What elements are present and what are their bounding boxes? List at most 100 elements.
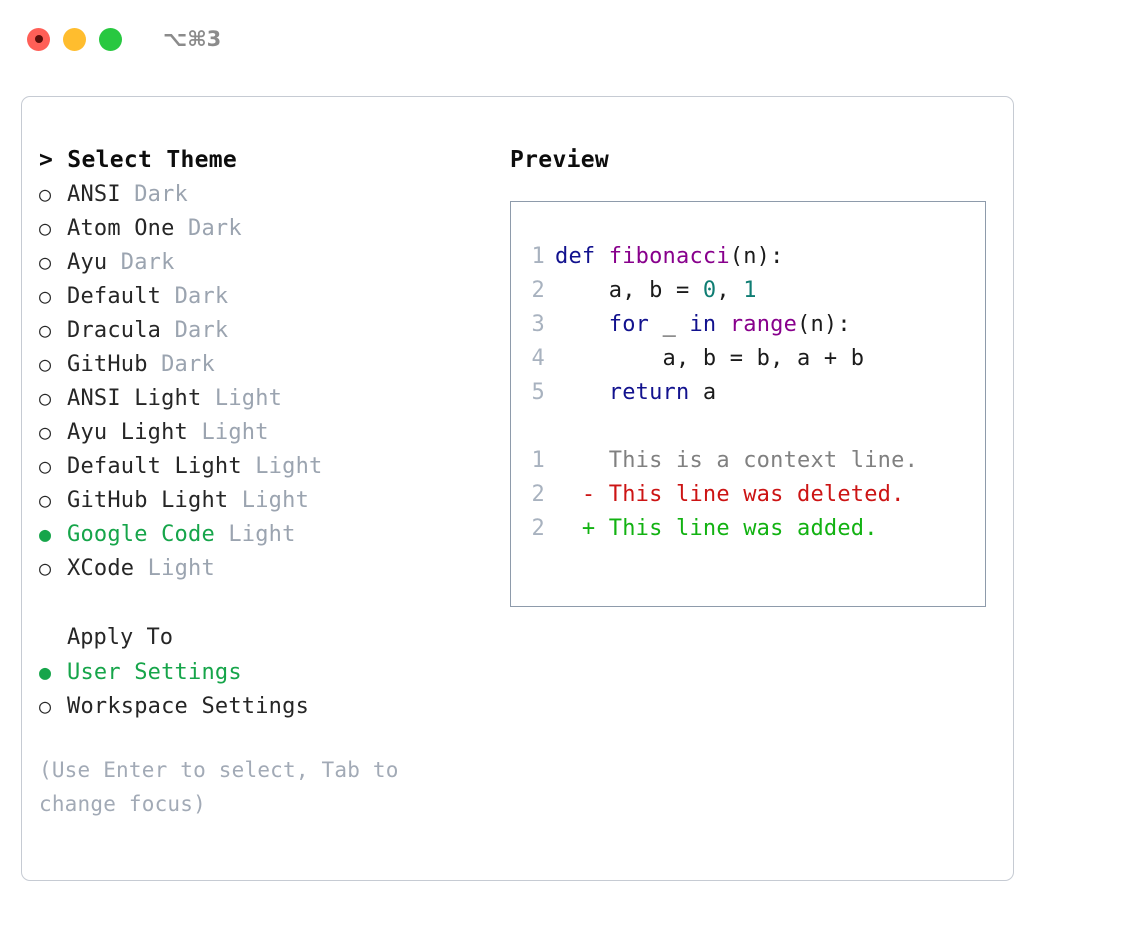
radio-unselected-icon[interactable]: ○ xyxy=(39,284,52,308)
theme-option-label: Google Code xyxy=(67,522,215,547)
theme-option-ayu-light[interactable]: ○Ayu Light Light xyxy=(39,415,502,449)
code-token-fn: range xyxy=(729,312,798,337)
maximize-window-icon[interactable] xyxy=(99,27,122,51)
theme-option-label: Default xyxy=(67,284,162,309)
theme-variant-badge: Light xyxy=(228,488,310,513)
code-line: 2 a, b = 0, 1 xyxy=(511,274,985,308)
diff-text: This line was deleted. xyxy=(608,482,905,507)
radio-unselected-icon[interactable]: ○ xyxy=(39,318,52,342)
radio-unselected-icon[interactable]: ○ xyxy=(39,556,52,580)
theme-option-xcode[interactable]: ○ XCode Light xyxy=(39,551,502,585)
diff-line-add: 2 + This line was added. xyxy=(511,512,985,546)
radio-unselected-icon[interactable]: ○ xyxy=(39,386,52,410)
radio-selected-icon[interactable]: ● xyxy=(39,522,52,546)
keyboard-shortcut-label: ⌥⌘3 xyxy=(163,27,222,51)
titlebar: ⌥⌘3 xyxy=(0,0,1140,78)
theme-variant-badge: Dark xyxy=(147,352,215,377)
diff-marker: - xyxy=(555,482,609,507)
code-line: 4 a, b = b, a + b xyxy=(511,342,985,376)
theme-option-label: XCode xyxy=(67,556,135,581)
theme-option-label: Default Light xyxy=(67,454,242,479)
theme-selector-column: > Select Theme ○ANSI Dark○Atom One Dark○… xyxy=(22,97,502,880)
radio-unselected-icon[interactable]: ○ xyxy=(39,420,52,444)
theme-variant-badge: Light xyxy=(214,522,296,547)
theme-option-default-light[interactable]: ○Default Light Light xyxy=(39,449,502,483)
apply-to-option-label: Workspace Settings xyxy=(67,694,310,719)
diff-marker: + xyxy=(555,516,609,541)
theme-option-default[interactable]: ○ Default Dark xyxy=(39,279,502,313)
radio-unselected-icon[interactable]: ○ xyxy=(39,694,52,718)
code-line-content: def fibonacci(n): xyxy=(555,240,985,274)
section-spacer xyxy=(39,585,502,621)
apply-to-list[interactable]: ●User Settings ○ Workspace Settings xyxy=(39,655,502,723)
theme-variant-badge: Dark xyxy=(107,250,175,275)
theme-option-ayu[interactable]: ○ Ayu Dark xyxy=(39,245,502,279)
theme-option-ansi-light[interactable]: ○ANSI Light Light xyxy=(39,381,502,415)
code-token-num: 1 xyxy=(743,278,757,303)
theme-option-github[interactable]: ○GitHub Dark xyxy=(39,347,502,381)
radio-unselected-icon[interactable]: ○ xyxy=(39,250,52,274)
line-number: 1 xyxy=(531,448,545,473)
line-number: 3 xyxy=(531,312,545,337)
theme-variant-badge: Dark xyxy=(174,216,242,241)
code-token-pl: a, b = b, a + b xyxy=(555,346,865,371)
code-token-kw: for xyxy=(608,312,650,337)
code-line: 1 def fibonacci(n): xyxy=(511,240,985,274)
theme-variant-badge: Dark xyxy=(161,284,229,309)
code-token-pl xyxy=(555,312,609,337)
code-diff-spacer xyxy=(511,410,985,444)
theme-option-google-code[interactable]: ● Google Code Light xyxy=(39,517,502,551)
code-line: 3 for _ in range(n): xyxy=(511,308,985,342)
window-controls xyxy=(27,27,122,51)
radio-unselected-icon[interactable]: ○ xyxy=(39,216,52,240)
diff-line-ctx: 1 This is a context line. xyxy=(511,444,985,478)
radio-unselected-icon[interactable]: ○ xyxy=(39,454,52,478)
hint-spacer xyxy=(39,723,502,753)
theme-list[interactable]: ○ANSI Dark○Atom One Dark○Ayu Dark○Defaul… xyxy=(39,177,502,585)
code-line-content: a, b = 0, 1 xyxy=(555,274,985,308)
code-token-fn: fibonacci xyxy=(608,244,730,269)
radio-unselected-icon[interactable]: ○ xyxy=(39,352,52,376)
code-token-pl xyxy=(555,380,609,405)
theme-option-label: Atom One xyxy=(67,216,175,241)
code-line: 5 return a xyxy=(511,376,985,410)
close-window-icon[interactable] xyxy=(27,27,50,51)
code-token-pl: a xyxy=(689,380,717,405)
keyboard-hint-text: (Use Enter to select, Tab to change focu… xyxy=(39,758,399,816)
theme-variant-badge: Dark xyxy=(161,318,229,343)
preview-header: Preview xyxy=(510,147,610,173)
radio-selected-icon[interactable]: ● xyxy=(39,660,52,684)
code-line-content: return a xyxy=(555,376,985,410)
theme-option-dracula[interactable]: ○ Dracula Dark xyxy=(39,313,502,347)
code-token-kw: in xyxy=(689,312,717,337)
theme-option-label: Dracula xyxy=(67,318,162,343)
code-token-pl: _ xyxy=(649,312,690,337)
code-token-pl: , xyxy=(716,278,744,303)
radio-unselected-icon[interactable]: ○ xyxy=(39,488,52,512)
radio-unselected-icon[interactable]: ○ xyxy=(39,182,52,206)
theme-option-atom-one[interactable]: ○ Atom One Dark xyxy=(39,211,502,245)
theme-option-github-light[interactable]: ○ GitHub Light Light xyxy=(39,483,502,517)
apply-to-label: Apply To xyxy=(67,625,173,650)
theme-option-label: GitHub Light xyxy=(67,488,229,513)
diff-marker xyxy=(555,448,609,473)
minimize-window-icon[interactable] xyxy=(63,27,86,51)
line-number: 2 xyxy=(531,482,545,507)
code-token-pl: (n): xyxy=(797,312,851,337)
select-theme-header: > Select Theme xyxy=(39,147,238,173)
line-number: 1 xyxy=(531,244,545,269)
diff-line-content: This is a context line. xyxy=(555,444,985,478)
code-token-num: 0 xyxy=(702,278,717,303)
code-token-kw: def xyxy=(555,244,609,269)
line-number: 2 xyxy=(531,516,545,541)
diff-text: This is a context line. xyxy=(608,448,919,473)
theme-variant-badge: Light xyxy=(134,556,215,581)
apply-to-option-workspace-settings[interactable]: ○ Workspace Settings xyxy=(39,689,502,723)
theme-option-ansi[interactable]: ○ANSI Dark xyxy=(39,177,502,211)
apply-to-option-user-settings[interactable]: ●User Settings xyxy=(39,655,502,689)
theme-option-label: Ayu xyxy=(67,250,108,275)
code-line-content: a, b = b, a + b xyxy=(555,342,985,376)
